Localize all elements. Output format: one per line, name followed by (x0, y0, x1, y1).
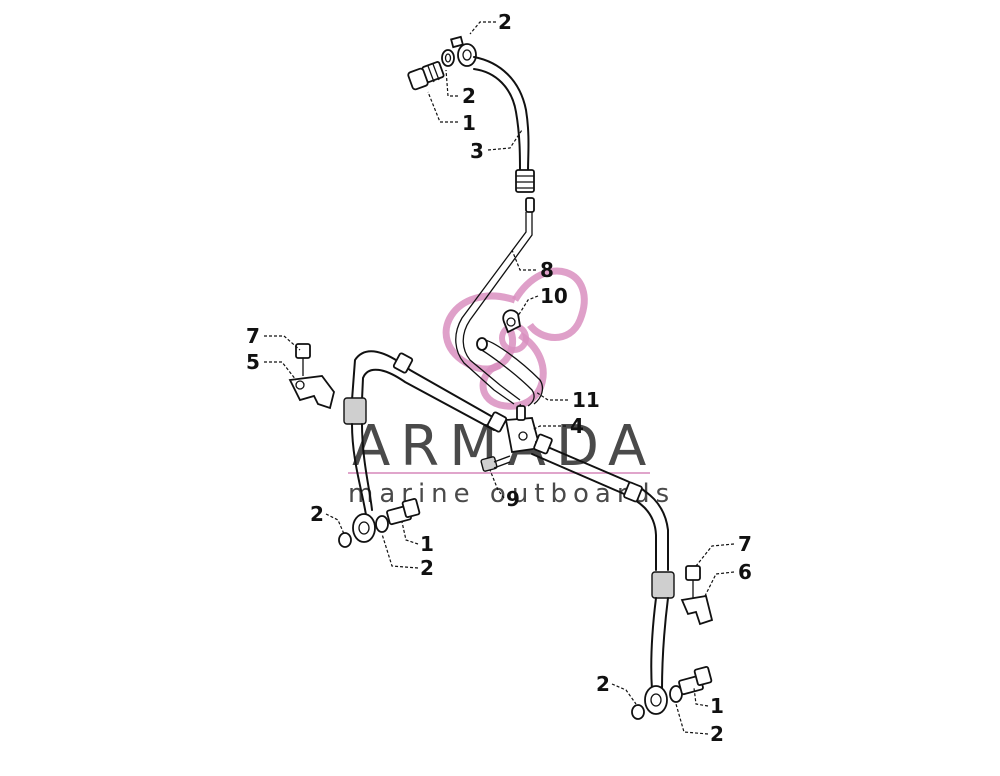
top-fitting-assembly (407, 37, 476, 90)
callout-line-11: 11 (572, 388, 600, 412)
right-fitting-assembly (632, 666, 712, 719)
callout-right-bolt-7: 7 (738, 532, 752, 556)
watermark: ARMADA marine outboards (348, 271, 675, 509)
callout-right-washer-2a: 2 (596, 672, 610, 696)
bracket-6 (682, 596, 712, 624)
callout-clip-10: 10 (540, 284, 568, 308)
callout-top-washer-2b: 2 (462, 84, 476, 108)
bracket-5 (290, 376, 334, 408)
top-washer-lower (442, 50, 454, 66)
callout-right-washer-2b: 2 (710, 722, 724, 746)
callout-left-bolt-7: 7 (246, 324, 260, 348)
callout-top-washer-2a: 2 (498, 10, 512, 34)
callout-line-8: 8 (540, 258, 554, 282)
brake-hose-upper (474, 57, 534, 192)
bolt-7-left (296, 344, 310, 376)
callout-left-bolt-1: 1 (420, 532, 434, 556)
bolt-7-right (686, 566, 700, 598)
leader-lines (264, 22, 734, 734)
top-banjo-bolt (407, 61, 444, 90)
callout-hose-3: 3 (470, 139, 484, 163)
callout-left-washer-2b: 2 (420, 556, 434, 580)
callout-bolt-9: 9 (506, 487, 520, 511)
callout-right-bolt-1: 1 (710, 694, 724, 718)
callout-top-bolt-1: 1 (462, 111, 476, 135)
callout-left-washer-2a: 2 (310, 502, 324, 526)
callout-junction-4: 4 (570, 414, 584, 438)
callout-bracket-5: 5 (246, 350, 260, 374)
callout-bracket-6: 6 (738, 560, 752, 584)
top-banjo-eye (458, 44, 476, 66)
